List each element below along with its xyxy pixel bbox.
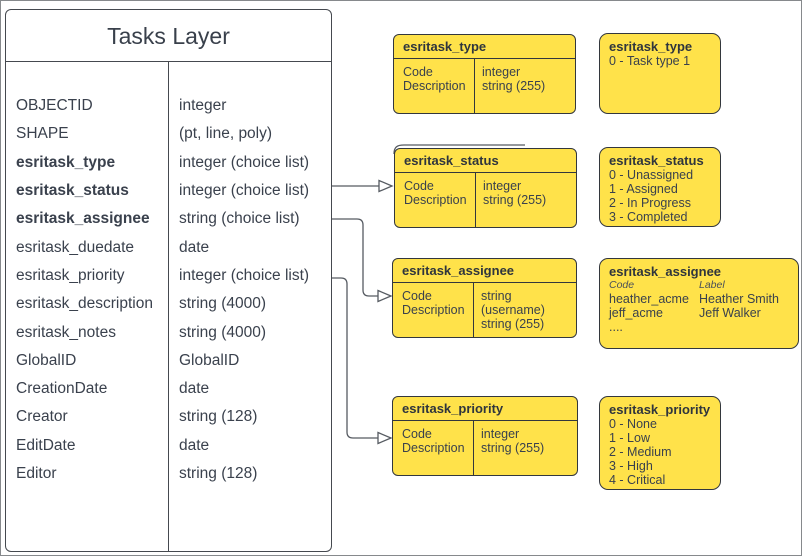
page-title: Tasks Layer	[6, 10, 331, 62]
list-item: 2 - Medium	[609, 445, 672, 459]
list-more: ....	[609, 320, 623, 334]
list-item: 0 - None	[609, 417, 657, 431]
domain-list-assignee: esritask_assignee Code Label heather_acm…	[599, 258, 799, 349]
column-header: Code	[609, 279, 635, 291]
list-item: jeff_acme Jeff Walker	[609, 306, 761, 320]
list-item: 3 - Completed	[609, 210, 688, 224]
connector-priority	[332, 277, 378, 439]
divider	[475, 173, 477, 227]
list-item: 0 - Unassigned	[609, 168, 694, 182]
list-item: 2 - In Progress	[609, 196, 691, 210]
arrowhead-status	[378, 179, 394, 193]
arrowhead-assignee	[377, 289, 393, 303]
list-item: heather_acme Heather Smith	[609, 292, 779, 306]
connector-assignee	[332, 218, 378, 297]
column-header: Label	[699, 279, 725, 291]
divider	[473, 283, 475, 337]
list-item: 1 - Low	[609, 431, 650, 445]
list-item: 4 - Critical	[609, 473, 666, 487]
arrowhead-priority	[377, 431, 393, 445]
domain-list-priority: esritask_priority 0 - None 1 - Low 2 - M…	[599, 396, 721, 490]
divider	[474, 59, 476, 113]
column-divider	[168, 62, 169, 551]
domain-list-status: esritask_status 0 - Unassigned 1 - Assig…	[599, 147, 721, 227]
list-item: 3 - High	[609, 459, 653, 473]
list-item: 1 - Assigned	[609, 182, 678, 196]
table-row: SHAPE(pt, line, poly)	[16, 125, 273, 143]
list-item: 0 - Task type 1	[609, 54, 691, 68]
divider	[473, 421, 475, 475]
domain-list-type: esritask_type 0 - Task type 1	[599, 33, 721, 114]
